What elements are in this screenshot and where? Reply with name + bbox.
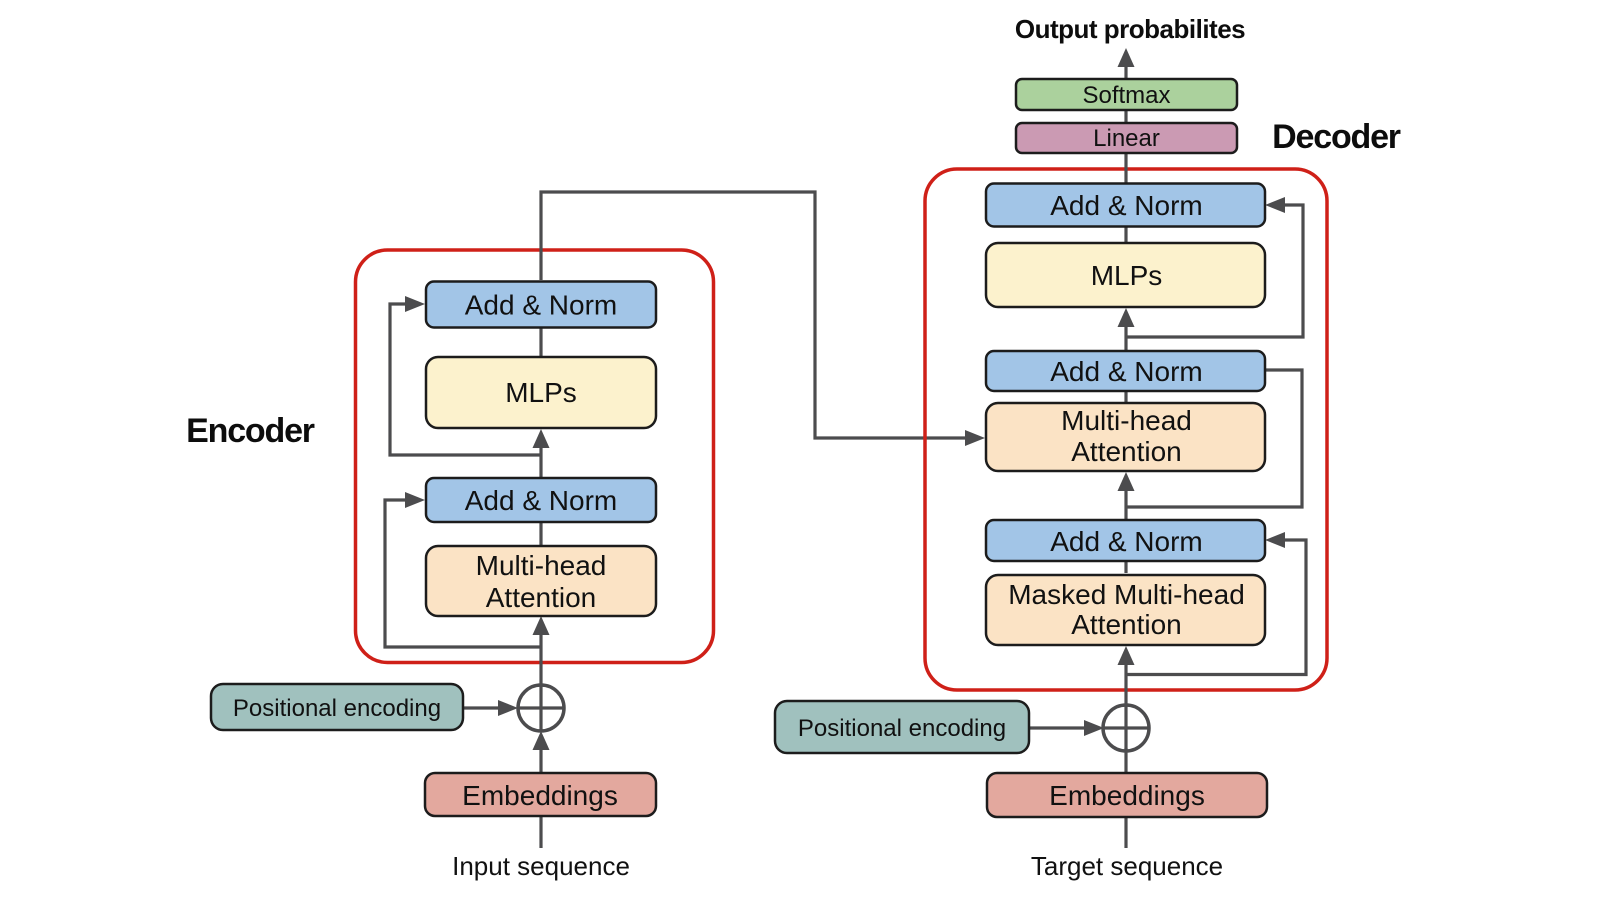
svg-text:Add & Norm: Add & Norm [1050,526,1203,557]
svg-text:Positional encoding: Positional encoding [798,715,1006,742]
svg-text:Attention: Attention [1071,436,1182,467]
svg-text:Input sequence: Input sequence [452,851,630,881]
svg-text:Embeddings: Embeddings [1049,780,1205,811]
svg-text:Multi-head: Multi-head [476,550,607,581]
svg-text:Target sequence: Target sequence [1031,851,1223,881]
svg-text:Decoder: Decoder [1272,118,1401,156]
svg-text:Multi-head: Multi-head [1061,405,1192,436]
svg-text:Softmax: Softmax [1082,82,1170,109]
svg-text:Add & Norm: Add & Norm [1050,190,1203,221]
svg-text:Positional encoding: Positional encoding [233,695,441,722]
svg-text:Embeddings: Embeddings [462,780,618,811]
svg-text:Attention: Attention [1071,609,1182,640]
svg-text:Linear: Linear [1093,125,1160,152]
svg-text:Attention: Attention [486,582,597,613]
svg-text:Output probabilites: Output probabilites [1015,14,1245,44]
svg-text:MLPs: MLPs [505,377,577,408]
svg-text:MLPs: MLPs [1091,260,1163,291]
svg-text:Add & Norm: Add & Norm [465,485,618,516]
svg-text:Encoder: Encoder [186,412,315,450]
svg-text:Add & Norm: Add & Norm [465,290,618,321]
svg-text:Add & Norm: Add & Norm [1050,356,1203,387]
svg-text:Masked Multi-head: Masked Multi-head [1008,579,1245,610]
